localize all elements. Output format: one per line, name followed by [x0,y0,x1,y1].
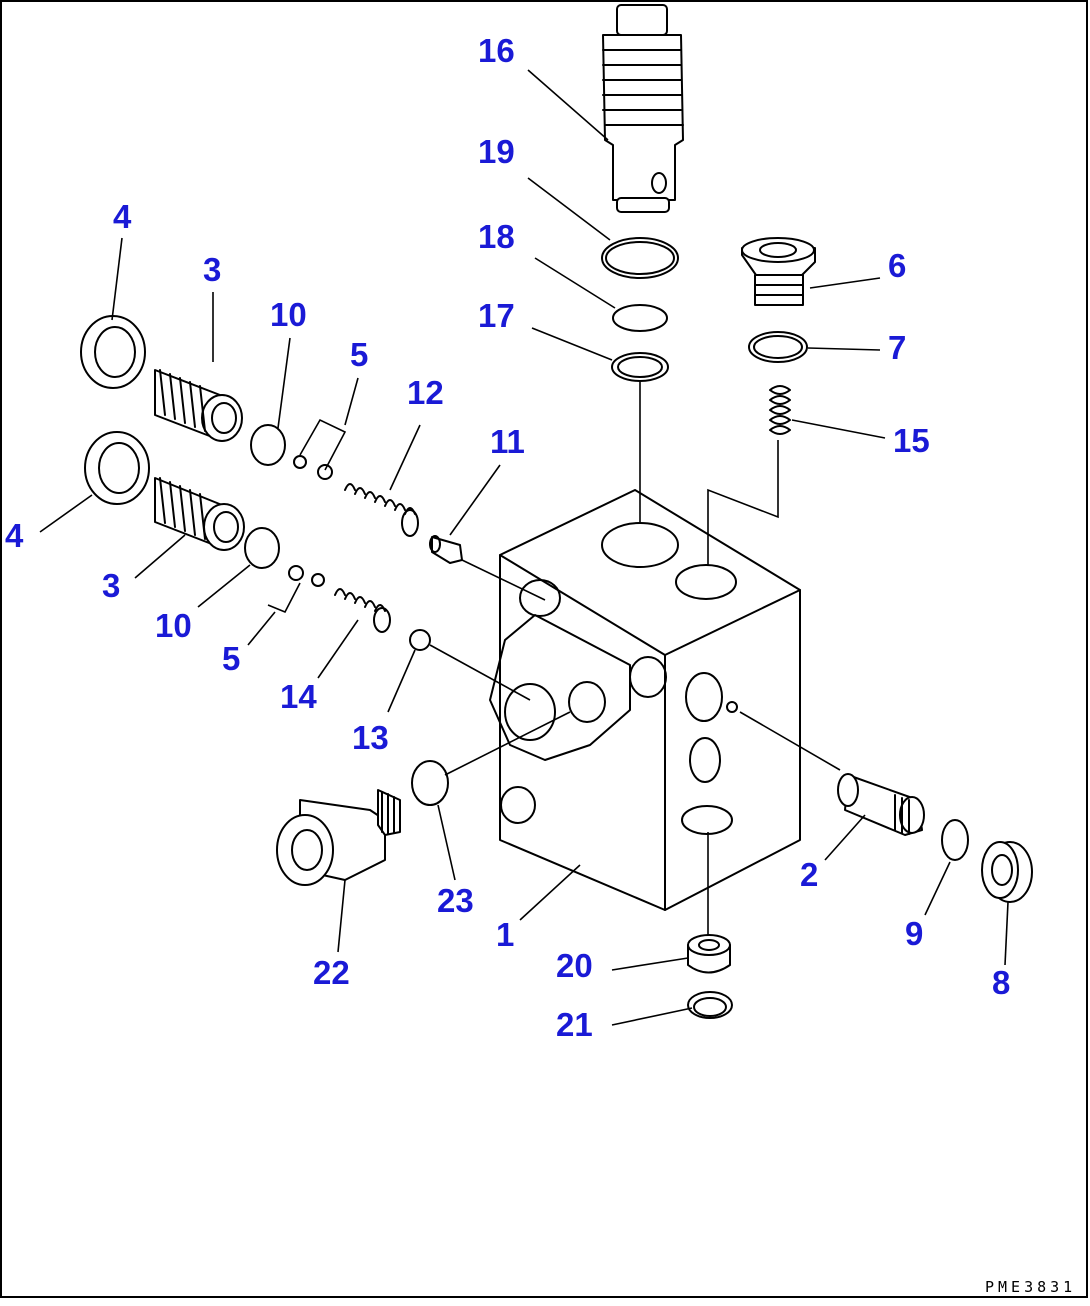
part-5-washer-lower-b [311,573,325,587]
callout-10-upper: 10 [270,296,307,333]
callout-13: 13 [352,719,389,756]
part-12-spring [344,483,419,537]
callout-5-lower: 5 [222,640,240,677]
callout-1: 1 [496,916,514,953]
callout-4-upper: 4 [113,198,132,235]
callout-9: 9 [905,915,923,952]
part-8-plug [981,841,1033,903]
callout-11: 11 [490,423,525,460]
part-4-nut-lower [84,431,150,505]
callout-10-lower: 10 [155,607,192,644]
callout-5-upper: 5 [350,336,368,373]
drawing-code: PME3831 [985,1278,1076,1296]
part-19-o-ring [601,237,679,279]
part-9-seal [941,819,969,861]
part-5-washer-upper-a [293,455,307,469]
callout-12: 12 [407,374,444,411]
part-3-sleeve-upper [154,369,243,442]
part-16-cartridge-valve [602,4,684,213]
callout-23: 23 [437,882,474,919]
callout-15: 15 [893,422,930,459]
callout-20: 20 [556,947,593,984]
callout-22: 22 [313,954,350,991]
part-6-plug [741,237,816,306]
callout-3-upper: 3 [203,251,221,288]
part-15-spring [769,385,791,435]
callout-17: 17 [478,297,515,334]
part-3-sleeve-lower [154,477,245,551]
callout-7: 7 [888,329,906,366]
part-17-o-ring [611,352,669,382]
callout-2: 2 [800,856,818,893]
part-20-collar [687,934,731,974]
part-5-washer-lower-a [288,565,304,581]
callout-4-lower: 4 [5,517,24,554]
callout-8: 8 [992,964,1010,1001]
callout-6: 6 [888,247,906,284]
callout-18: 18 [478,218,515,255]
callout-19: 19 [478,133,515,170]
part-10-seal-lower [244,527,280,569]
callout-21: 21 [556,1006,593,1043]
leader-lines [39,69,1009,1026]
callout-16: 16 [478,32,515,69]
callout-3-lower: 3 [102,567,120,604]
part-13-ball [409,629,431,651]
part-5-washer-upper-b [317,464,333,480]
part-1-valve-body [489,489,801,911]
callout-labels: 16 19 18 17 6 7 15 4 3 10 5 12 11 4 3 10… [5,32,1010,1043]
part-14-spring [334,588,391,633]
part-18-backup-ring [612,304,668,332]
part-21-snap-ring [687,991,733,1019]
part-2-check-valve [837,773,925,836]
part-11-poppet [429,535,463,564]
part-4-nut-upper [80,315,146,389]
part-22-fitting [276,789,401,886]
part-10-seal-upper [250,424,286,466]
callout-14: 14 [280,678,317,715]
part-7-o-ring [748,331,808,363]
part-23-seal [411,760,449,806]
